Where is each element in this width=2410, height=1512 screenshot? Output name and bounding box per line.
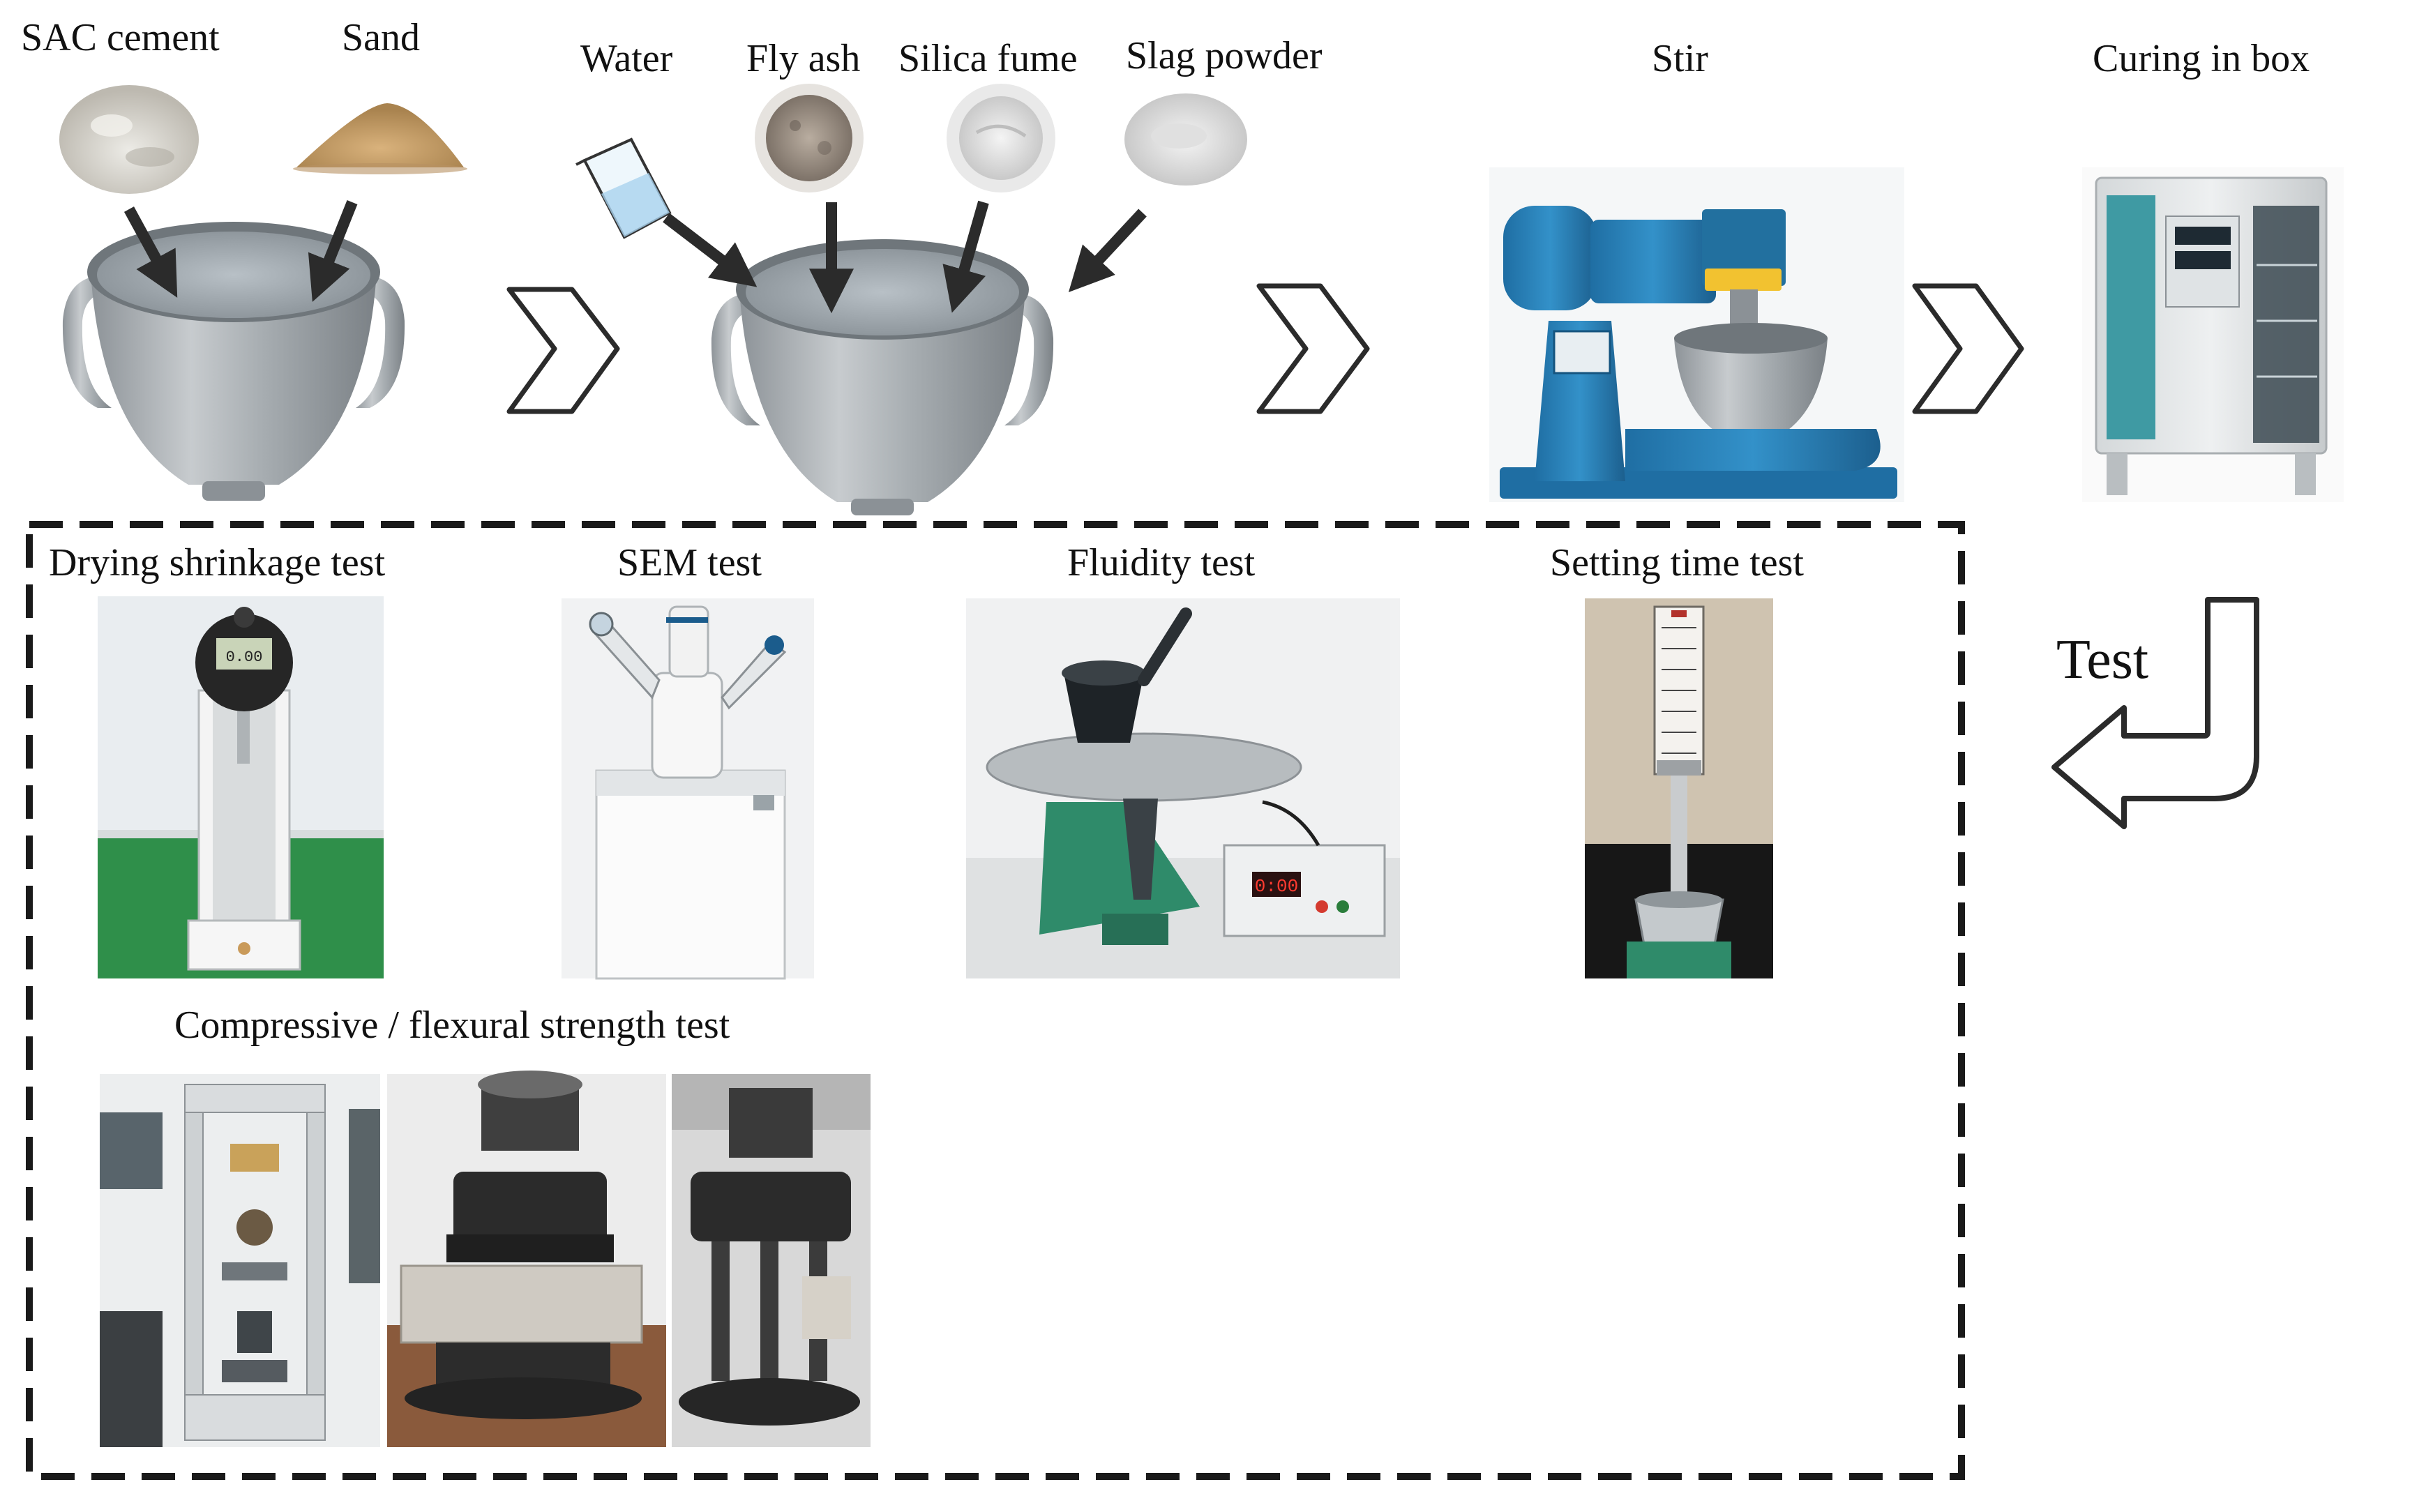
sand-pile-image	[293, 103, 467, 174]
label-sem-test: SEM test	[617, 541, 762, 584]
feed-arrows	[123, 200, 1147, 314]
sac-cement-powder-image	[59, 85, 199, 194]
label-fly-ash: Fly ash	[746, 37, 860, 80]
slag-powder-image	[1124, 93, 1247, 186]
sem-instrument-image	[562, 598, 814, 980]
curing-box-image	[2082, 167, 2344, 502]
flexural-fixture-image	[672, 1074, 871, 1447]
test-turn-arrow	[2051, 597, 2259, 829]
step-chevron-2	[1256, 283, 1370, 414]
universal-testing-machine-image	[100, 1074, 380, 1447]
mortar-mixer-image	[1489, 167, 1904, 502]
label-drying-shrinkage-test: Drying shrinkage test	[49, 541, 386, 584]
label-test: Test	[2056, 629, 2148, 690]
label-curing-in-box: Curing in box	[2093, 37, 2310, 80]
fly-ash-powder-image	[755, 84, 864, 192]
drying-shrinkage-apparatus-image: 0.00	[98, 596, 384, 978]
silica-fume-powder-image	[947, 84, 1055, 192]
fluidity-test-table-image: 0:00	[966, 598, 1400, 978]
water-beaker-image	[575, 137, 672, 239]
label-setting-time-test: Setting time test	[1550, 541, 1804, 584]
dial-gauge-readout: 0.00	[226, 649, 263, 666]
label-slag-powder: Slag powder	[1126, 34, 1323, 77]
label-silica-fume: Silica fume	[898, 37, 1078, 80]
test-region-dashed-border	[26, 521, 1965, 1480]
label-stir: Stir	[1652, 37, 1708, 80]
compression-fixture-image	[387, 1071, 666, 1447]
fluidity-display-readout: 0:00	[1255, 876, 1298, 897]
step-chevron-1	[506, 287, 620, 414]
mixing-bowl-1	[62, 222, 405, 501]
mixing-bowl-2	[711, 239, 1054, 515]
step-chevron-3	[1912, 283, 2024, 414]
label-sac-cement: SAC cement	[21, 16, 220, 59]
label-fluidity-test: Fluidity test	[1067, 541, 1256, 584]
vicat-apparatus-image	[1585, 598, 1773, 978]
label-sand: Sand	[342, 16, 420, 59]
label-water: Water	[580, 37, 673, 80]
label-strength-test: Compressive / flexural strength test	[174, 1004, 730, 1047]
